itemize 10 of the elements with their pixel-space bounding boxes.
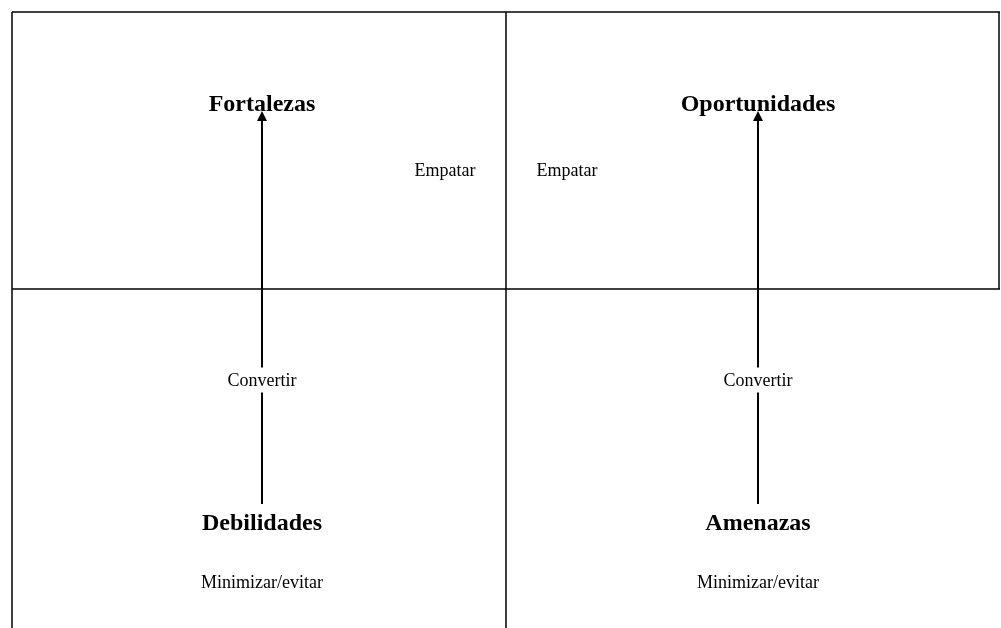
action-note: Minimizar/evitar: [201, 571, 323, 593]
quadrant-heading: Debilidades: [202, 508, 322, 536]
arrow: [753, 111, 763, 505]
note-text: Empatar: [414, 159, 476, 181]
arrow: [257, 111, 267, 505]
quadrant-heading: Fortalezas: [208, 89, 316, 117]
quadrant-heading: Amenazas: [705, 508, 811, 536]
note-text: Empatar: [536, 159, 598, 181]
quadrant-heading: Oportunidades: [680, 89, 836, 117]
action-note: Minimizar/evitar: [697, 571, 819, 593]
